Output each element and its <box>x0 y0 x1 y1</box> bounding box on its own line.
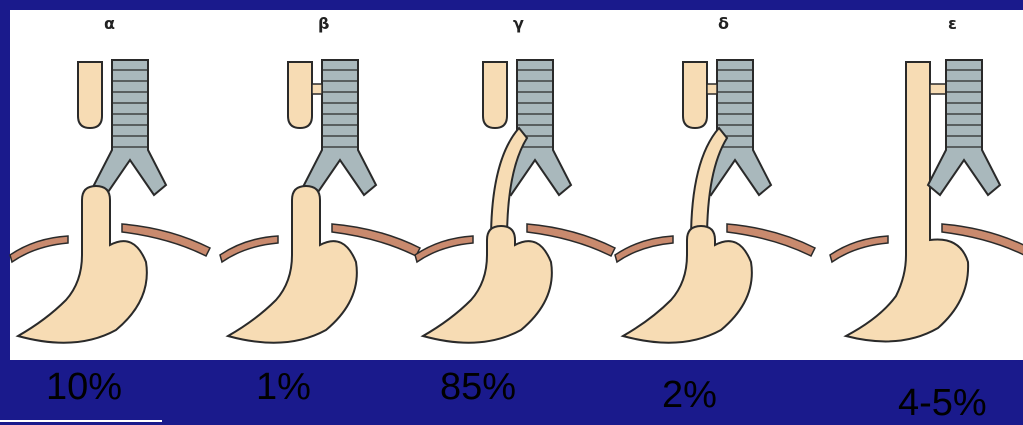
trachea <box>928 60 1000 195</box>
variant-b-percentage: 1% <box>256 366 311 409</box>
upper-esophageal-pouch <box>483 62 507 128</box>
lower-fistula-esophagus <box>491 128 527 240</box>
diaphragm-left <box>615 236 673 262</box>
upper-fistula <box>707 84 717 94</box>
lower-fistula-esophagus <box>691 128 727 240</box>
variant-c-letter: γ <box>513 14 524 33</box>
upper-esophageal-pouch <box>288 62 312 128</box>
variant-a-letter: α <box>104 14 115 33</box>
variant-b-drawing <box>220 60 420 343</box>
trachea <box>94 60 166 195</box>
diaphragm-left <box>830 236 888 262</box>
variant-c-percentage: 85% <box>440 366 516 409</box>
variant-d-drawing <box>615 60 815 343</box>
stomach <box>18 186 147 343</box>
diaphragm-left <box>415 236 473 262</box>
variant-a-drawing <box>10 60 210 343</box>
fistula <box>930 84 946 94</box>
variant-c-drawing <box>415 60 615 343</box>
variant-d-percentage: 2% <box>662 374 717 417</box>
trachea <box>304 60 376 195</box>
variant-e-drawing <box>830 60 1023 341</box>
upper-esophageal-pouch <box>683 62 707 128</box>
variant-a-percentage: 10% <box>46 366 122 409</box>
upper-esophageal-pouch <box>78 62 102 128</box>
variant-b-letter: β <box>318 14 329 33</box>
underline-rule <box>0 420 162 422</box>
stomach <box>228 186 357 343</box>
upper-fistula <box>312 84 322 94</box>
diaphragm-left <box>220 236 278 262</box>
variant-d-letter: δ <box>718 14 729 33</box>
variant-e-percentage: 4-5% <box>898 382 987 425</box>
diaphragm-left <box>10 236 68 262</box>
variant-e-letter: ε <box>948 14 957 33</box>
